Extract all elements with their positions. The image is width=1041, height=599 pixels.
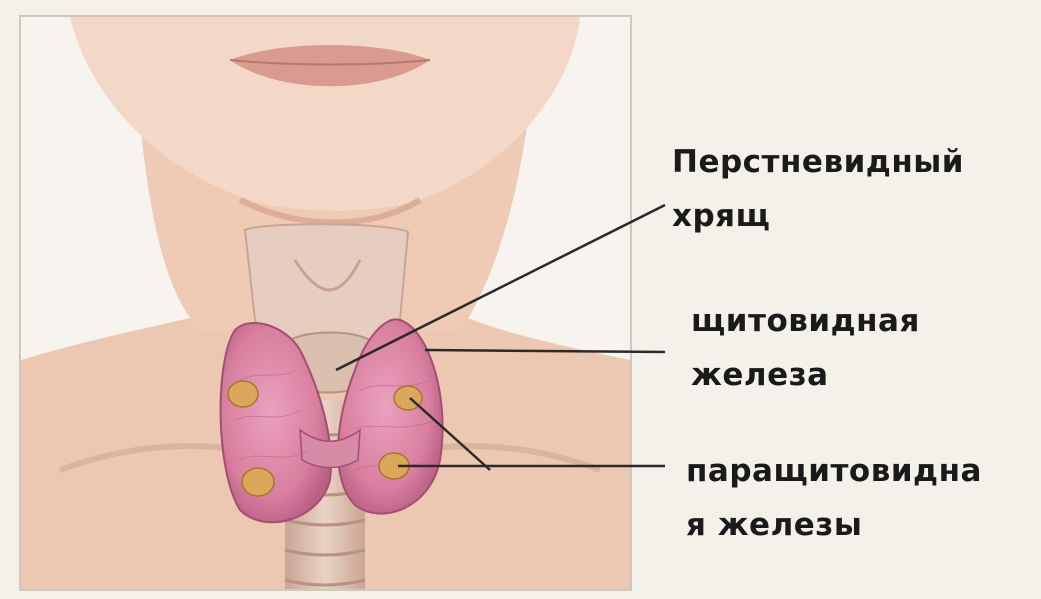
label-cricoid-line2: хрящ (672, 189, 964, 243)
label-cricoid-cartilage: Перстневидный хрящ (672, 135, 964, 243)
label-parathyroid-line1: паращитовидна (686, 444, 982, 498)
label-thyroid-line1: щитовидная (691, 294, 920, 348)
label-cricoid-line1: Перстневидный (672, 135, 964, 189)
label-parathyroid-line2: я железы (686, 498, 982, 552)
label-thyroid-line2: железа (691, 348, 920, 402)
label-parathyroid-glands: паращитовидна я железы (686, 444, 982, 552)
label-thyroid-gland: щитовидная железа (691, 294, 920, 402)
